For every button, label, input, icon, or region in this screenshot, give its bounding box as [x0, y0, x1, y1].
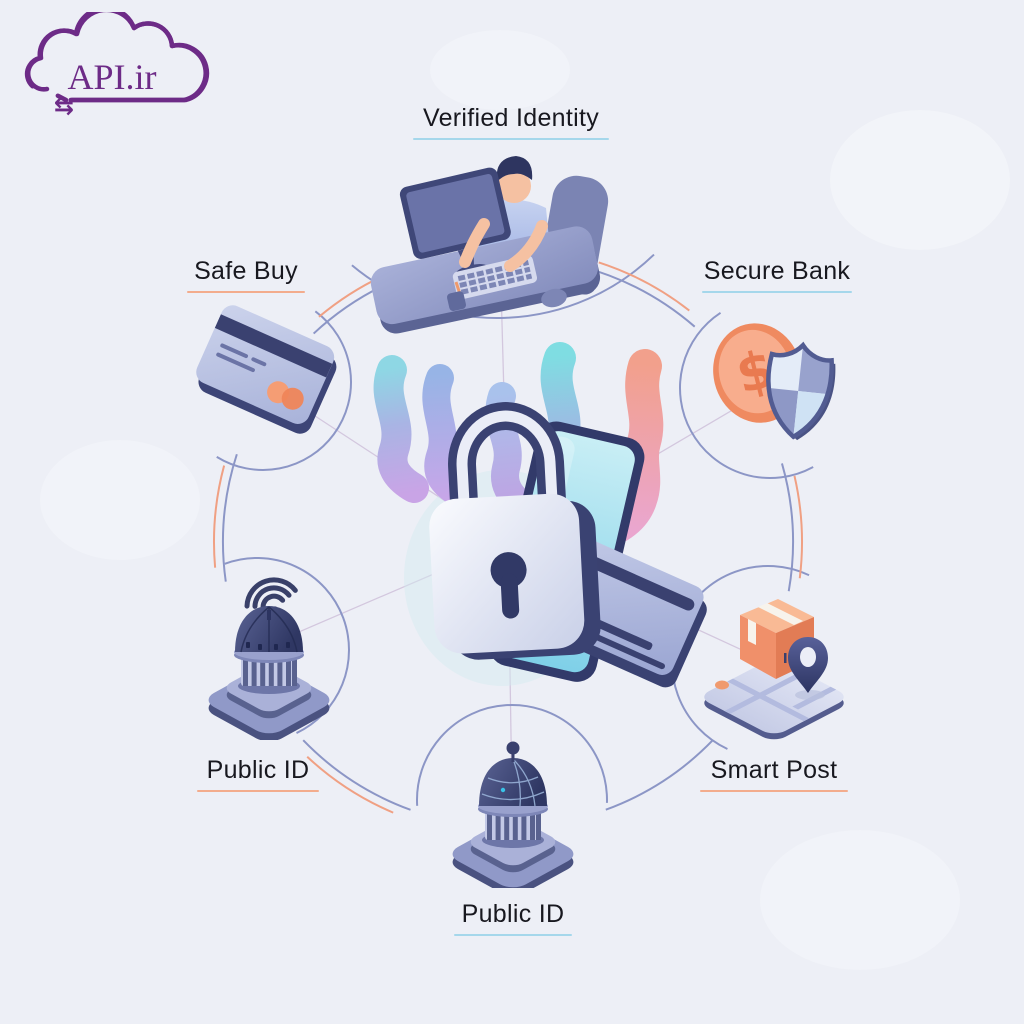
- package-location-icon: [686, 585, 858, 743]
- label-text: Public ID: [461, 900, 565, 928]
- security-lock-illustration: [373, 342, 707, 688]
- location-pin: [788, 637, 828, 700]
- person-computer-icon: [362, 146, 620, 344]
- transfer-arrows-icon: ⇆: [54, 92, 75, 120]
- background-patches: [40, 30, 1010, 970]
- label-secure-bank: Secure Bank: [702, 257, 852, 293]
- keyhole: [490, 552, 527, 589]
- label-underline: [187, 291, 305, 293]
- capitol-globe-building: [452, 741, 574, 888]
- coin-shield-icon: $: [698, 315, 850, 449]
- label-underline: [700, 790, 848, 792]
- label-text: Smart Post: [710, 756, 838, 784]
- finial-ball: [506, 741, 520, 755]
- arms: [459, 218, 548, 272]
- label-text: Public ID: [206, 756, 310, 784]
- mouse: [541, 288, 567, 308]
- label-underline: [702, 291, 852, 293]
- pen-cup: [447, 281, 467, 311]
- dome-wifi-icon: [186, 574, 352, 740]
- label-public-id-bottom: Public ID: [454, 900, 572, 936]
- label-smart-post: Smart Post: [700, 756, 848, 792]
- cloud-icon: [24, 12, 210, 103]
- label-text: Safe Buy: [194, 257, 298, 285]
- ring-connectors-orange: [212, 246, 804, 838]
- label-underline: [197, 790, 319, 792]
- credit-card-icon: [190, 305, 342, 439]
- dome-globe-icon: [430, 734, 596, 888]
- logo-text: API.ir: [67, 57, 157, 97]
- label-underline: [413, 138, 609, 140]
- globe-grid: [481, 758, 545, 807]
- padlock: [429, 402, 601, 660]
- label-verified-identity: Verified Identity: [413, 104, 609, 140]
- label-underline: [454, 934, 572, 936]
- api-ir-logo: API.ir ⇆: [14, 12, 226, 124]
- label-text: Secure Bank: [703, 257, 851, 285]
- label-safe-buy: Safe Buy: [187, 257, 305, 293]
- label-text: Verified Identity: [422, 104, 600, 132]
- capitol-building: [208, 606, 330, 740]
- label-public-id-left: Public ID: [197, 756, 319, 792]
